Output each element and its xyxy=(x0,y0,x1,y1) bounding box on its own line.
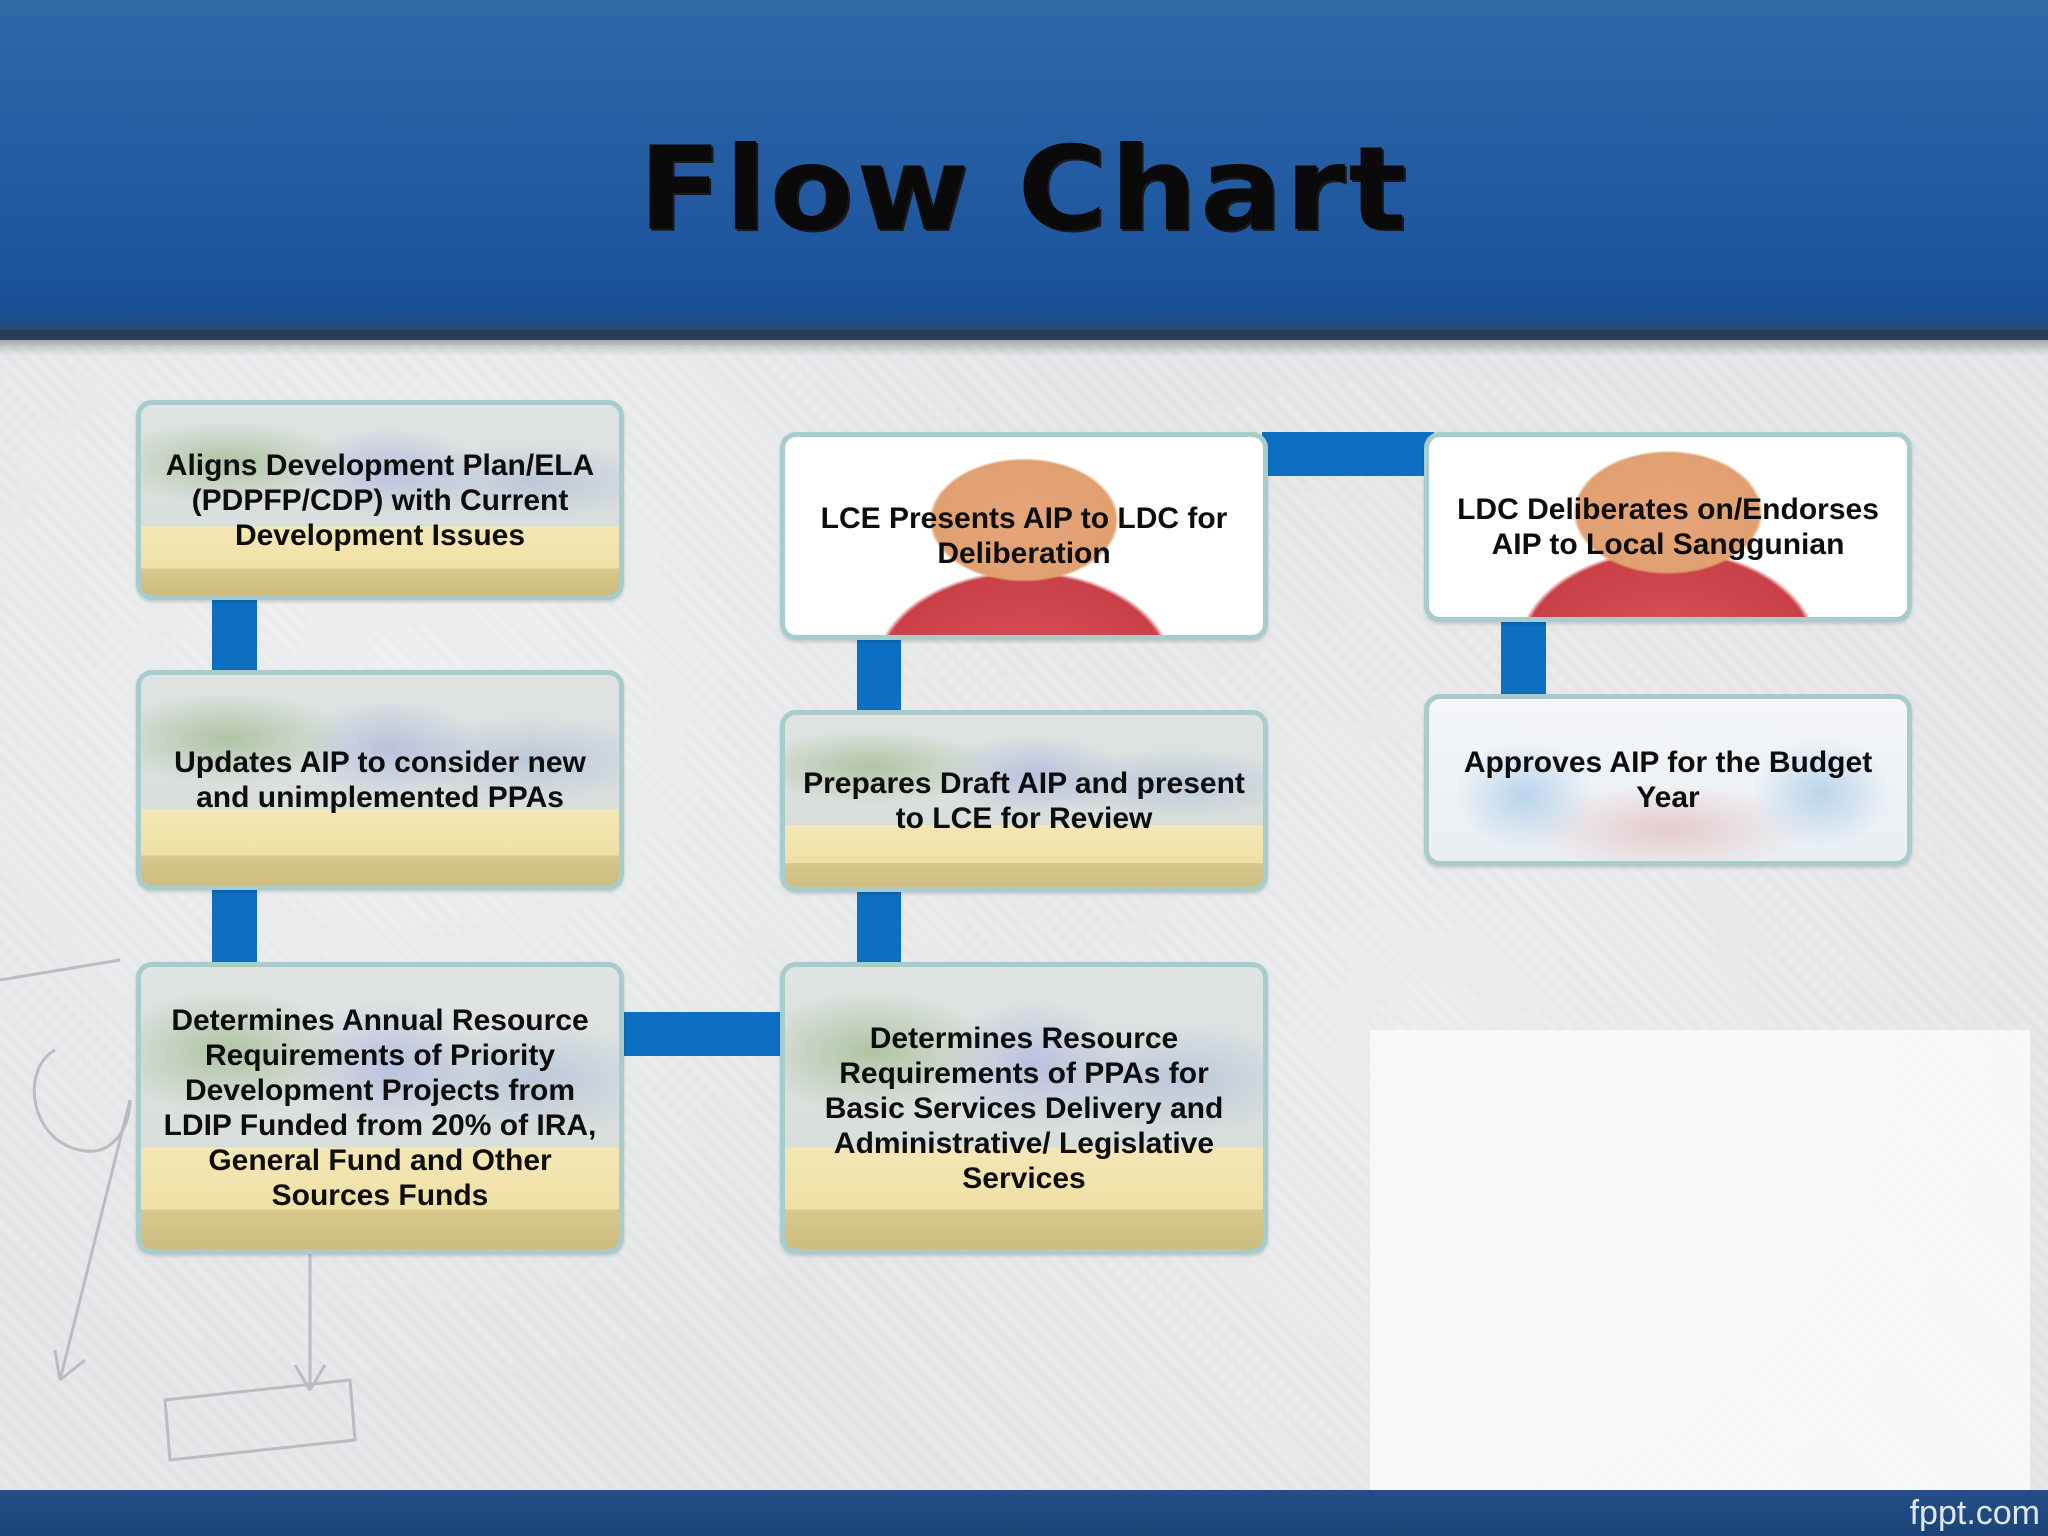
node-label: Updates AIP to consider new and unimplem… xyxy=(174,746,586,814)
footer-logo: fppt.com xyxy=(1909,1494,2040,1532)
node-lce-presents-aip: LCE Presents AIP to LDC for Deliberation xyxy=(780,432,1268,640)
node-aligns-development-plan: Aligns Development Plan/ELA (PDPFP/CDP) … xyxy=(136,400,624,600)
node-approves-aip: Approves AIP for the Budget Year xyxy=(1424,694,1912,866)
node-updates-aip: Updates AIP to consider new and unimplem… xyxy=(136,670,624,890)
node-ldc-deliberates: LDC Deliberates on/Endorses AIP to Local… xyxy=(1424,432,1912,622)
node-label: Approves AIP for the Budget Year xyxy=(1463,746,1873,814)
footer-bar xyxy=(0,1490,2048,1536)
page-title: Flow Chart xyxy=(638,121,1410,257)
node-determines-annual-resource: Determines Annual Resource Requirements … xyxy=(136,962,624,1254)
connector-aligns-updates xyxy=(212,598,257,670)
node-label: Determines Annual Resource Requirements … xyxy=(163,1004,597,1212)
node-label: LDC Deliberates on/Endorses AIP to Local… xyxy=(1457,493,1879,561)
node-prepares-draft-aip: Prepares Draft AIP and present to LCE fo… xyxy=(780,710,1268,892)
node-label: Prepares Draft AIP and present to LCE fo… xyxy=(803,767,1245,835)
header-banner xyxy=(0,0,2048,340)
connector-prepares-lce xyxy=(857,636,901,712)
connector-lce-ldc xyxy=(1262,432,1434,476)
connector-resource-prepares xyxy=(857,888,901,962)
connector-annual-resource xyxy=(620,1012,782,1056)
connector-ldc-approves xyxy=(1501,620,1546,696)
node-label: LCE Presents AIP to LDC for Deliberation xyxy=(820,502,1228,570)
node-determines-resource-ppas: Determines Resource Requirements of PPAs… xyxy=(780,962,1268,1254)
connector-updates-determines-annual xyxy=(212,888,257,962)
node-label: Aligns Development Plan/ELA (PDPFP/CDP) … xyxy=(165,448,595,552)
node-label: Determines Resource Requirements of PPAs… xyxy=(824,1021,1224,1195)
header-shadow xyxy=(0,330,2048,356)
background-paper-panel xyxy=(1370,1030,2030,1490)
